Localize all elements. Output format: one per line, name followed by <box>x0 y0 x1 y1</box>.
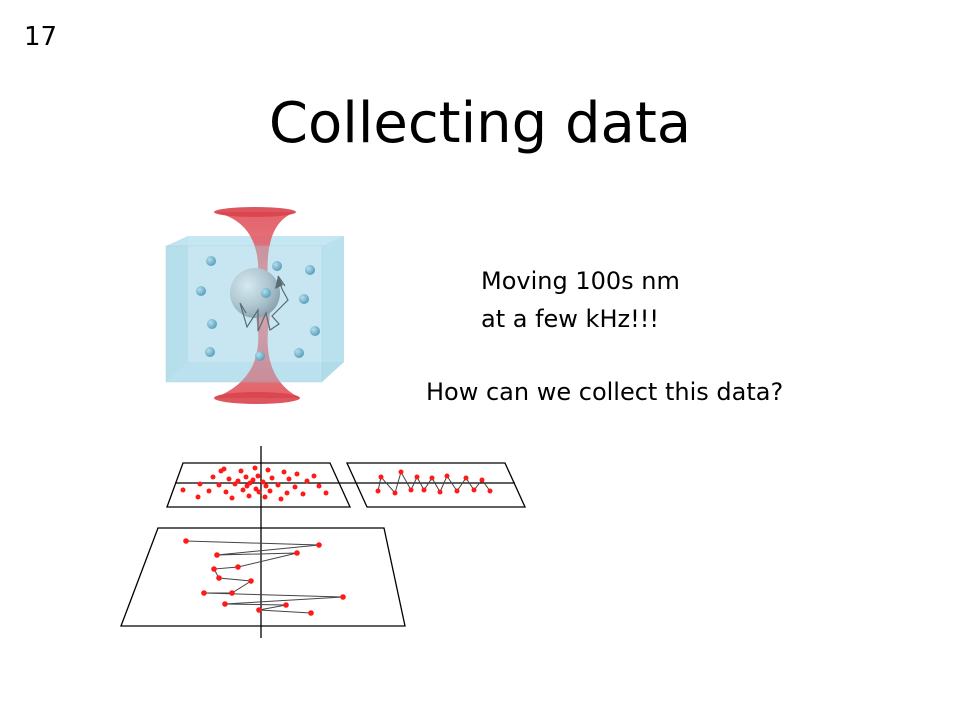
plane-side-view <box>345 462 527 508</box>
water-cube-front <box>165 236 344 383</box>
slide-title: Collecting data <box>268 91 692 156</box>
trapped-bead <box>230 268 280 318</box>
brownian-path <box>239 275 289 332</box>
plane-time-trace <box>120 527 406 627</box>
water-molecules <box>196 256 320 361</box>
plane-top-view <box>166 462 352 508</box>
time-trace <box>185 540 344 614</box>
slide-number: 17 <box>24 22 58 52</box>
motion-text-line-2: at a few kHz!!! <box>481 305 659 333</box>
question-text: How can we collect this data? <box>426 378 784 406</box>
side-view-points <box>375 469 493 496</box>
time-trace-points <box>183 538 346 616</box>
top-view-points <box>180 465 329 502</box>
motion-text-line-1: Moving 100s nm <box>481 267 680 295</box>
